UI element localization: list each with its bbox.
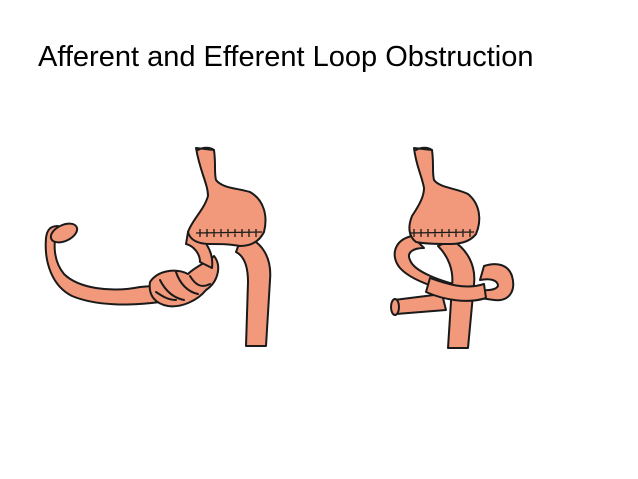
efferent-distal-limb-end	[390, 298, 400, 316]
stomach	[408, 147, 481, 245]
afferent-limb	[44, 225, 161, 306]
efferent-crossing-segment	[425, 277, 487, 302]
stomach	[187, 147, 267, 247]
twisted-volvulus-knot	[148, 255, 220, 308]
efferent-limb-descending	[235, 235, 272, 347]
anastomosis-suture-line	[409, 229, 475, 237]
afferent-limb-end	[49, 222, 79, 244]
slide-title: Afferent and Efferent Loop Obstruction	[38, 41, 534, 73]
anastomosis-suture-line	[195, 229, 263, 237]
